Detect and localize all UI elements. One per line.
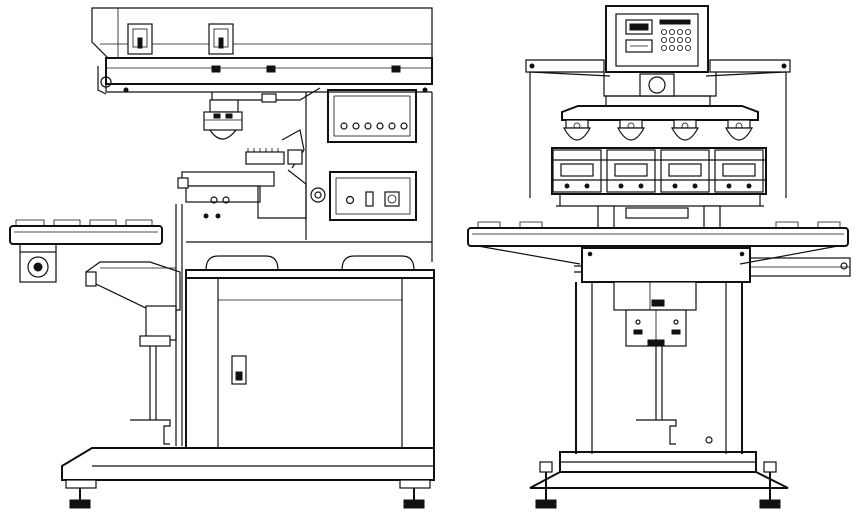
keypad [661,28,692,52]
ink-cup-screw [726,183,732,189]
ink-cup-screw [672,183,678,189]
indicator-light [352,122,360,130]
pad-mount [673,119,697,129]
keypad-button [669,37,676,44]
keypad-button [685,37,692,44]
keypad-button [661,28,668,35]
front-column [597,205,721,229]
pad-row [562,119,754,141]
ink-cup-clamp [668,163,702,177]
ink-cup [660,149,710,193]
slide-rail [574,247,851,283]
keypad-button [669,45,676,52]
keypad-button [677,28,684,35]
indicator-light [388,122,396,130]
indicator-row [340,122,408,130]
front-base [529,451,789,509]
keypad-button [685,28,692,35]
print-pad [616,127,646,141]
control-box [605,5,709,73]
ink-cup-clamp [722,163,756,177]
cliche-mechanism [177,129,307,219]
keypad-button [661,45,668,52]
front-turntable [467,221,849,265]
print-pad [562,127,592,141]
indicator-light [400,122,408,130]
pad-carriage [561,105,759,141]
ink-cup-clamp [560,163,594,177]
pad-mount [727,119,751,129]
ink-cup-row [552,149,764,193]
keypad-button [677,37,684,44]
front-top-bar [525,59,791,198]
ink-cup-screw [746,183,752,189]
keypad-button [677,45,684,52]
control-panel [327,89,417,143]
pad-head [203,99,243,140]
ink-cup-assembly [551,147,767,207]
ink-cup-clamp [614,163,648,177]
side-turntable [9,219,163,283]
indicator-light [364,122,372,130]
keypad-button [661,37,668,44]
side-cabinet [185,255,435,449]
indicator-light [376,122,384,130]
indicator-light [340,122,348,130]
ink-cup-screw [692,183,698,189]
ink-cup-screw [618,183,624,189]
front-stand [575,282,743,454]
ink-cup-screw [584,183,590,189]
ink-cup [606,149,656,193]
print-pad [724,127,754,141]
pad-mount [619,119,643,129]
lift-block [613,281,697,347]
keypad-button [669,28,676,35]
ink-cup-screw [564,183,570,189]
print-pad [670,127,700,141]
pad-mount [565,119,589,129]
ink-cup [552,149,602,193]
arm-assembly [85,204,183,446]
side-base [61,447,435,509]
ink-cup [714,149,764,193]
main-beam [105,57,433,103]
side-view [9,7,435,509]
top-housing [91,7,433,95]
switch-panel [310,171,417,221]
keypad-button [685,45,692,52]
front-view [467,5,851,509]
ink-cup-screw [638,183,644,189]
